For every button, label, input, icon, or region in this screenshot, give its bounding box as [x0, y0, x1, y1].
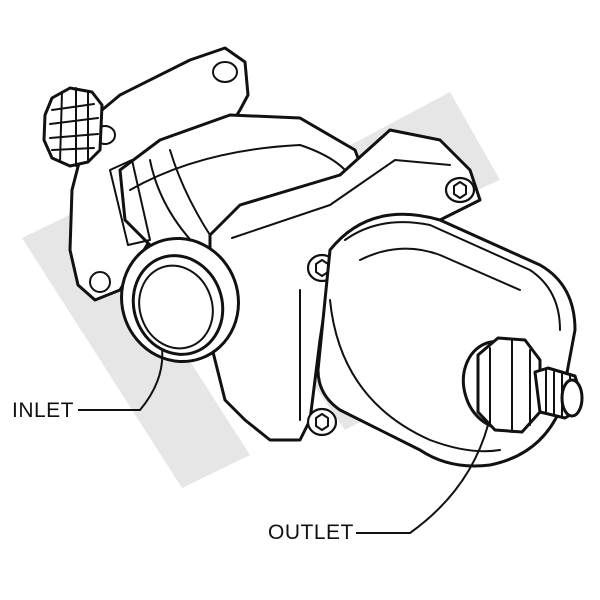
front-cover	[316, 212, 577, 468]
rear-knob	[42, 86, 104, 168]
inlet-leader-line	[78, 347, 164, 411]
inlet-port	[120, 236, 240, 364]
outlet-fitting	[461, 336, 584, 434]
outlet-leader-line	[356, 424, 489, 534]
inlet-label: INLET	[12, 399, 75, 422]
outlet-label: OUTLET	[268, 521, 354, 544]
